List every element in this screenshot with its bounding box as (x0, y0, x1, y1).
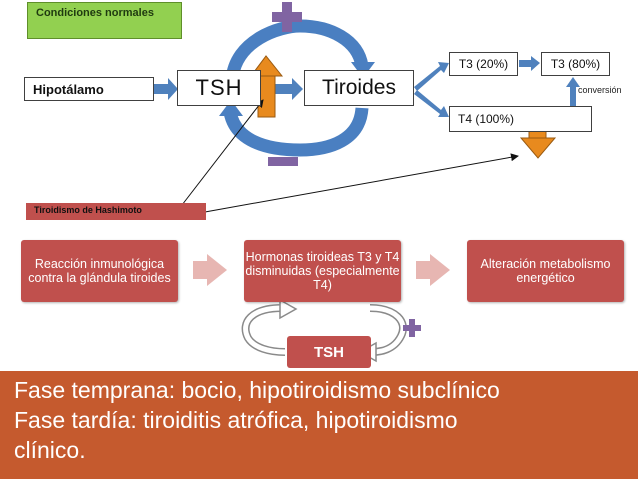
tsh-feedback-box: TSH (287, 336, 371, 368)
process-step-3: Alteración metabolismo energético (467, 240, 624, 302)
summary-line-1: Fase temprana: bocio, hipotiroidismo sub… (14, 377, 500, 403)
chevron-arrow-icon (416, 254, 450, 286)
normal-conditions-label: Condiciones normales (27, 2, 182, 39)
feedback-left-curve (241, 298, 298, 356)
hashimoto-label: Tiroidismo de Hashimoto (26, 203, 206, 220)
process-step-1: Reacción inmunológica contra la glándula… (21, 240, 178, 302)
cycle-arrow-head-icon (219, 100, 243, 116)
tiroides-to-t3-arrow (414, 62, 449, 91)
tiroides-to-t4-arrow (414, 90, 449, 117)
plus-sign-icon (272, 2, 302, 32)
t3-80-box: T3 (80%) (541, 52, 610, 76)
t3-to-t3-arrow (519, 56, 540, 71)
chevron-arrow-icon (193, 254, 227, 286)
conversion-label: conversión (578, 85, 622, 95)
hipotalamo-to-tsh-arrow (154, 78, 178, 100)
plus-sign-icon (403, 319, 421, 337)
t4-100-box: T4 (100%) (449, 106, 592, 132)
hashimoto-pointer-line (204, 153, 519, 213)
tsh-box: TSH (177, 70, 261, 106)
hipotalamo-box: Hipotálamo (24, 77, 154, 101)
process-step-2: Hormonas tiroideas T3 y T4 disminuidas (… (244, 240, 401, 302)
cycle-arrow-icon (225, 19, 369, 82)
minus-sign-icon (268, 157, 298, 166)
hashimoto-pointer-line (181, 99, 264, 206)
tiroides-box: Tiroides (304, 70, 414, 106)
tsh-to-tiroides-arrow (262, 78, 303, 100)
t3-20-box: T3 (20%) (449, 52, 518, 76)
cycle-arrow-icon (223, 107, 369, 157)
conversion-arrow (566, 77, 580, 106)
summary-line-3: clínico. (14, 437, 86, 463)
summary-band: Fase temprana: bocio, hipotiroidismo sub… (0, 371, 638, 479)
summary-line-2: Fase tardía: tiroiditis atrófica, hipoti… (14, 407, 458, 433)
